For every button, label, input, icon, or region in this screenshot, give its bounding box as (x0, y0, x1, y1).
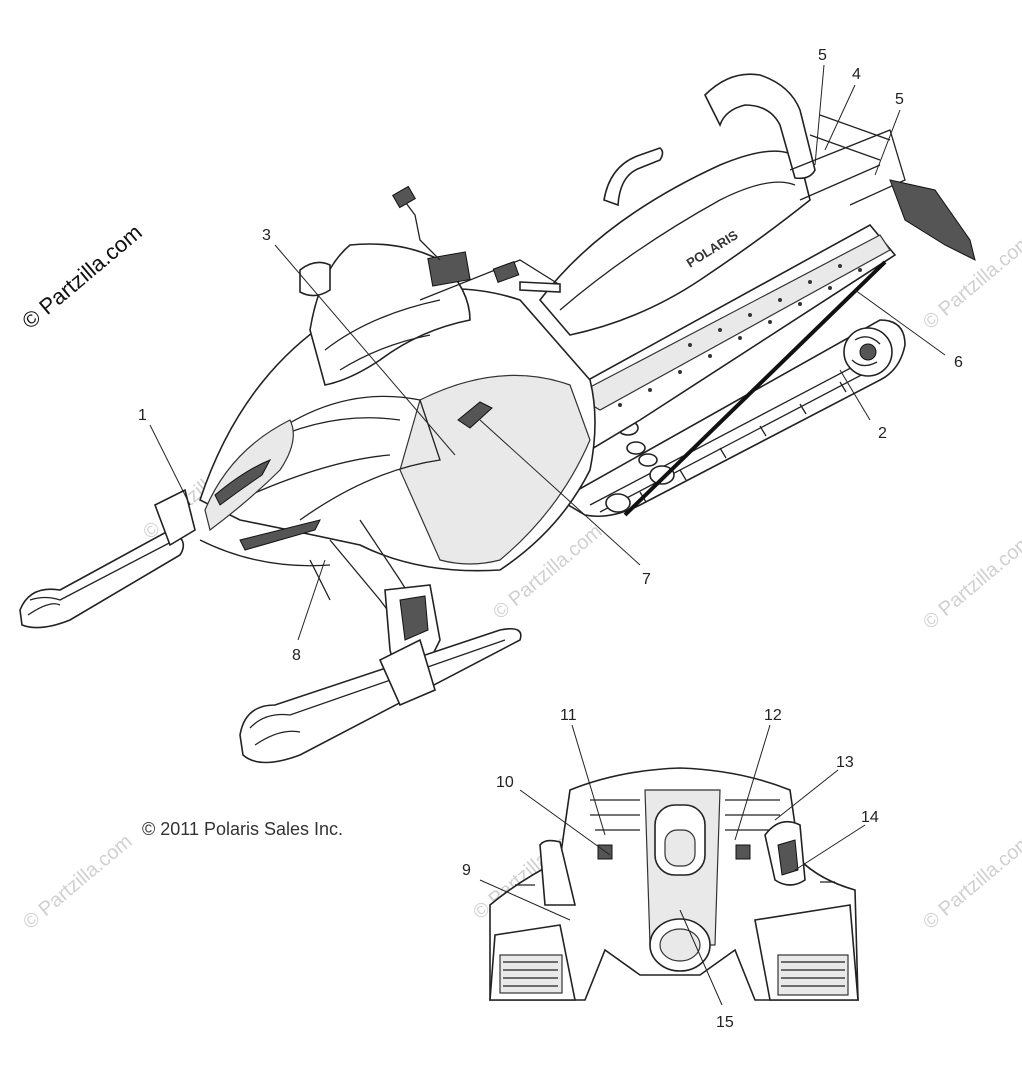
callout-13: 13 (836, 754, 854, 771)
tunnel-rivets (618, 264, 862, 407)
callout-11: 11 (560, 707, 577, 724)
callout-labels: 1 2 3 4 5 5 6 7 8 9 10 11 12 13 14 15 (138, 47, 963, 1031)
console-illustration (489, 767, 859, 1001)
callout-7: 7 (642, 571, 651, 588)
callout-14: 14 (861, 809, 879, 826)
copyright-notice: © 2011 Polaris Sales Inc. (142, 819, 343, 839)
partzilla-watermark: © Partzilla.com (17, 219, 147, 333)
watermark-text: © Partzilla.com (19, 830, 136, 933)
snowmobile-illustration: POLARIS (19, 73, 976, 764)
callout-8: 8 (292, 647, 301, 664)
leader-lines (149, 64, 946, 1006)
callout-6: 6 (954, 354, 963, 371)
callout-5b: 5 (895, 91, 904, 108)
callout-4: 4 (852, 66, 861, 83)
callout-2: 2 (878, 425, 887, 442)
callout-12: 12 (764, 707, 782, 724)
callout-9: 9 (462, 862, 471, 879)
callout-5a: 5 (818, 47, 827, 64)
callout-1: 1 (138, 407, 147, 424)
watermark-text: © Partzilla.com (919, 530, 1022, 633)
watermark-text: © Partzilla.com (919, 830, 1022, 933)
callout-15: 15 (716, 1014, 734, 1031)
callout-10: 10 (496, 774, 514, 791)
callout-3: 3 (262, 227, 271, 244)
